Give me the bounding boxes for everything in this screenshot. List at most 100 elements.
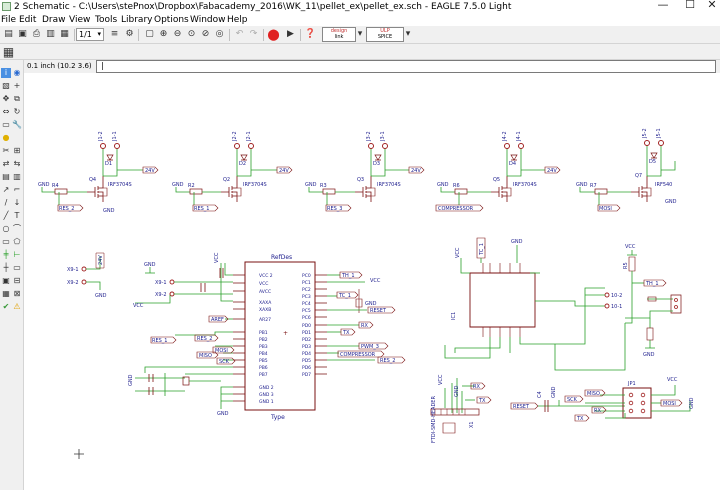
redo-icon[interactable]: ↷ (249, 29, 258, 39)
go-icon[interactable]: ▶ (287, 29, 294, 39)
pin-label: X9-2 (67, 280, 79, 286)
gateswap-icon[interactable]: ▦ (2, 289, 10, 298)
attribute-icon[interactable]: ▣ (2, 276, 10, 285)
menu-window[interactable]: Window (190, 15, 226, 25)
name-icon[interactable]: ▤ (2, 172, 10, 181)
ulp-spice-button[interactable]: ULP SPICE (366, 27, 404, 42)
bus-icon[interactable]: ╪ (3, 250, 9, 259)
text-icon[interactable]: T (14, 211, 20, 220)
microcontroller[interactable]: RefDes Type + VCC 2 VCC AVCC XAXA XAXB A… (128, 254, 406, 421)
chevron-down-icon[interactable]: ▾ (405, 29, 411, 39)
chevron-down-icon: ▾ (97, 30, 101, 38)
save-icon[interactable]: ▣ (18, 29, 27, 39)
net-label-res1: RES_1 (152, 338, 168, 344)
menu-edit[interactable]: Edit (19, 15, 37, 25)
ulp-icon[interactable]: ⚙ (125, 29, 134, 39)
menu-help[interactable]: Help (227, 15, 248, 25)
label-icon[interactable]: ▭ (13, 263, 21, 272)
paste-icon[interactable]: ● (2, 133, 10, 142)
wire-icon[interactable]: ╱ (3, 211, 9, 220)
pin-label: J3-1 (380, 131, 386, 142)
net-label-mosi: MOSI (599, 206, 612, 212)
ulp-spice-logo-bottom: SPICE (377, 34, 393, 40)
zoom-redraw-icon[interactable]: ⊙ (187, 29, 196, 39)
delete-icon[interactable]: ✂ (2, 146, 10, 155)
pinswap-icon[interactable]: ⇄ (2, 159, 10, 168)
sheet-select[interactable]: 1/1▾ (76, 28, 104, 41)
mcu-pin: PD3 (302, 344, 311, 350)
menu-view[interactable]: View (69, 15, 91, 25)
smash-icon[interactable]: ↗ (2, 185, 10, 194)
display-icon[interactable]: ▧ (2, 81, 10, 90)
value-icon[interactable]: ▥ (13, 172, 21, 181)
toolbar-separator (300, 29, 301, 41)
board-switch-icon[interactable]: ▦ (60, 29, 69, 39)
zoom-select-icon[interactable]: ◎ (215, 29, 224, 39)
rotate-icon[interactable]: ↻ (13, 107, 21, 116)
minimize-button[interactable]: — (657, 0, 669, 11)
net-icon[interactable]: ⊢ (13, 250, 21, 259)
copy-icon[interactable]: ⧉ (14, 94, 20, 103)
replace-icon[interactable]: ⇆ (13, 159, 21, 168)
mosfet-stage-1[interactable]: GND R4 Q4 IRF3704S J1-2 J1-1 D1 24V RES_… (38, 131, 159, 214)
maximize-button[interactable]: ☐ (685, 0, 695, 11)
mosfet-stage-3[interactable]: GND R3 Q3 IRF3704S J3-2 J3-1 D3 24V RES_… (305, 131, 425, 212)
mosfet-stage-5[interactable]: GND R7 Q7 IRF540 J5-2 J5-1 D5 MOSI GND (576, 128, 677, 212)
zoom-out-icon[interactable]: ⊖ (173, 29, 182, 39)
crystal-section[interactable]: GND X9-1 X9-2 VCC VCC (133, 252, 233, 309)
print-icon[interactable]: ⎙ (32, 29, 41, 39)
mcu-pin: PC4 (302, 301, 311, 307)
invoke-icon[interactable]: ↓ (13, 198, 21, 207)
mark-icon[interactable]: + (13, 81, 21, 90)
arc-icon[interactable]: ⌒ (13, 224, 21, 233)
isp-header[interactable]: RESET C4 GND JP1 MISO SCK RX TX VCC MOSI… (510, 377, 695, 422)
menu-draw[interactable]: Draw (42, 15, 66, 25)
change-icon[interactable]: 🔧 (12, 120, 22, 129)
menu-library[interactable]: Library (121, 15, 153, 25)
menu-file[interactable]: File (1, 15, 17, 25)
ftdi-header[interactable]: VCC FTDI-SMD-HEADER GND RX TX X1 (430, 374, 492, 443)
transistor-part: IRF3704S (243, 182, 267, 188)
transistor-name: Q2 (223, 177, 230, 183)
mosfet-stage-4[interactable]: GND R6 Q5 IRF3704S J4-2 J4-1 D4 24V COMP… (435, 131, 561, 212)
thermistor-section[interactable]: VCC R5 TH_1 GND (554, 244, 682, 371)
designlink-button[interactable]: design link (322, 27, 356, 42)
undo-icon[interactable]: ↶ (235, 29, 244, 39)
circle-icon[interactable]: ○ (2, 224, 10, 233)
sensor-ic[interactable]: IC1 VCC TC_1 GND 10-2 10-1 (444, 237, 622, 359)
add-icon[interactable]: ⊞ (13, 146, 21, 155)
grid-icon[interactable]: ▦ (2, 44, 15, 59)
connector-x9[interactable]: X9-1 X9-2 24V GND (67, 252, 107, 299)
move-icon[interactable]: ✥ (2, 94, 10, 103)
split-icon[interactable]: / (4, 198, 8, 207)
zoom-fit-icon[interactable]: ▢ (145, 29, 154, 39)
zoom-area-icon[interactable]: ⊘ (201, 29, 210, 39)
show-icon[interactable]: ◉ (13, 68, 21, 77)
erc-icon[interactable]: ✔ (2, 302, 10, 311)
mosfet-stage-2[interactable]: GND R2 Q2 IRF3704S J2-2 J2-1 D2 24V RES_… (172, 131, 293, 212)
menu-options[interactable]: Options (154, 15, 189, 25)
command-input[interactable]: | (96, 60, 716, 73)
chevron-down-icon[interactable]: ▾ (357, 29, 363, 39)
rect-icon[interactable]: ▭ (2, 237, 10, 246)
dimension-icon[interactable]: ⊟ (13, 276, 21, 285)
cam-icon[interactable]: ▥ (46, 29, 55, 39)
junction-icon[interactable]: ┼ (3, 263, 9, 272)
group-icon[interactable]: ▭ (2, 120, 10, 129)
miter-icon[interactable]: ⌐ (13, 185, 21, 194)
script-icon[interactable]: ≡ (110, 29, 119, 39)
polygon-icon[interactable]: ⬠ (13, 237, 21, 246)
vcc-label: VCC (438, 374, 444, 385)
close-button[interactable]: ✕ (707, 0, 717, 11)
menu-tools[interactable]: Tools (95, 15, 118, 25)
errors-icon[interactable]: ⚠ (13, 302, 21, 311)
frame-icon[interactable]: ⊠ (13, 289, 21, 298)
mirror-icon[interactable]: ⇔ (2, 107, 10, 116)
zoom-in-icon[interactable]: ⊕ (159, 29, 168, 39)
stop-icon[interactable]: ⬤ (267, 28, 280, 41)
schematic-canvas[interactable]: GND R4 Q4 IRF3704S J1-2 J1-1 D1 24V RES_… (25, 73, 720, 490)
open-icon[interactable]: ▤ (4, 29, 13, 39)
info-icon[interactable]: i (1, 68, 11, 78)
mcu-pin: AR27 (259, 317, 271, 323)
help-icon[interactable]: ❓ (304, 29, 317, 39)
